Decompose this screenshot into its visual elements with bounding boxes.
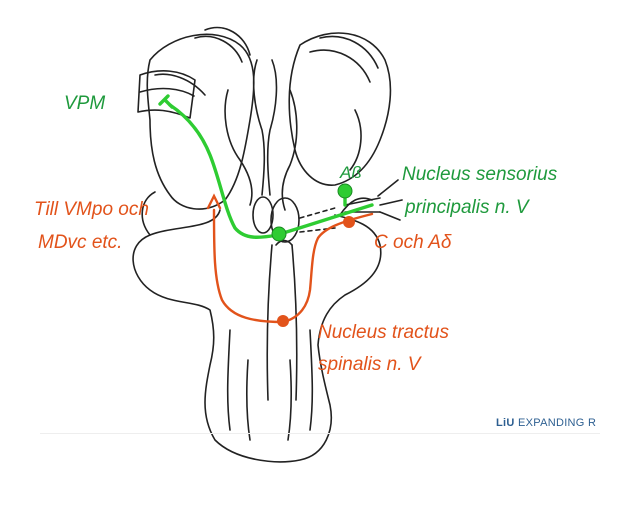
orange-afferent-line (281, 212, 374, 324)
label-c-och-ad: C och Aδ (374, 232, 452, 253)
label-ab: Aß (340, 163, 362, 182)
green-branch-line (278, 203, 374, 236)
label-tractus-1: Nucleus tractus (318, 322, 449, 343)
ab-neuron-dot (337, 183, 353, 199)
orange-neuron-dot (277, 315, 289, 327)
label-till-2: MDvc etc. (38, 232, 123, 253)
brainstem-body-outline (132, 209, 382, 463)
footer-divider (40, 433, 600, 434)
liu-logo-text: EXPANDING R (517, 417, 597, 429)
green-neuron-dot (271, 226, 287, 242)
left-thalamus-outline (146, 33, 255, 210)
right-thalamus-outline (288, 32, 392, 186)
aqueduct-outline (252, 59, 278, 196)
orange-ascending-line (212, 208, 285, 324)
label-tractus-2: spinalis n. V (318, 354, 421, 375)
label-nucleus-sensorius-1: Nucleus sensorius (402, 164, 558, 185)
label-till-1: Till VMpo och (34, 199, 149, 220)
liu-logo-mark: LiU (496, 417, 515, 429)
label-vpm: VPM (64, 93, 106, 114)
orange-arrow-head (206, 193, 222, 210)
c-ad-neuron-dot (343, 216, 355, 228)
label-nucleus-sensorius-2: principalis n. V (405, 197, 529, 218)
green-pathway-line (168, 103, 280, 239)
liu-logo: LiU EXPANDING R (496, 417, 596, 429)
